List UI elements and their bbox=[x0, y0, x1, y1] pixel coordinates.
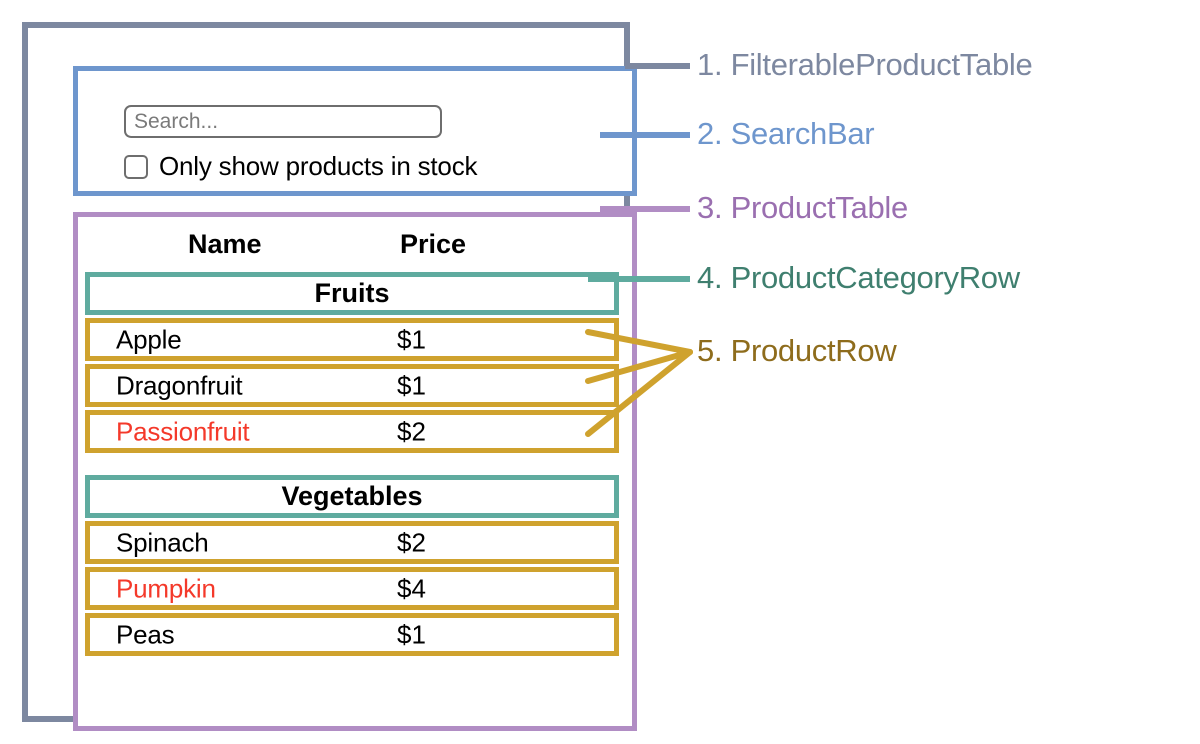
callout-label-search-bar: 2. SearchBar bbox=[697, 116, 875, 151]
product-row: Dragonfruit $1 bbox=[85, 364, 619, 407]
product-price: $1 bbox=[397, 370, 426, 400]
product-price: $1 bbox=[397, 619, 426, 649]
product-rows-area: Fruits Apple $1 Dragonfruit $1 Passionfr… bbox=[85, 272, 625, 659]
category-spacer bbox=[85, 456, 625, 475]
category-label: Vegetables bbox=[281, 481, 423, 511]
product-name: Pumpkin bbox=[116, 573, 216, 603]
product-row: Pumpkin $4 bbox=[85, 567, 619, 610]
callout-label-product-row: 5. ProductRow bbox=[697, 333, 897, 368]
product-table-container: Name Price Fruits Apple $1 Dragonfruit $… bbox=[73, 212, 637, 731]
product-row: Passionfruit $2 bbox=[85, 410, 619, 453]
filterable-product-table-container: Only show products in stock Name Price F… bbox=[22, 22, 637, 731]
table-header-row: Name Price bbox=[78, 223, 632, 265]
product-name: Dragonfruit bbox=[116, 370, 243, 400]
callout-label-product-category-row: 4. ProductCategoryRow bbox=[697, 260, 1020, 295]
product-price: $1 bbox=[397, 324, 426, 354]
search-bar-container: Only show products in stock bbox=[73, 66, 637, 196]
product-price: $2 bbox=[397, 527, 426, 557]
in-stock-filter-label: Only show products in stock bbox=[159, 151, 478, 181]
product-name: Passionfruit bbox=[116, 416, 250, 446]
product-category-row: Vegetables bbox=[85, 475, 619, 518]
checkbox-icon[interactable] bbox=[124, 154, 148, 179]
callout-label-product-table: 3. ProductTable bbox=[697, 190, 908, 225]
search-input[interactable] bbox=[124, 105, 442, 138]
product-row: Peas $1 bbox=[85, 613, 619, 656]
product-name: Spinach bbox=[116, 527, 209, 557]
product-price: $2 bbox=[397, 416, 426, 446]
category-label: Fruits bbox=[314, 278, 390, 308]
product-row: Apple $1 bbox=[85, 318, 619, 361]
product-name: Apple bbox=[116, 324, 182, 354]
callout-label-filterable-product-table: 1. FilterableProductTable bbox=[697, 47, 1033, 82]
product-price: $4 bbox=[397, 573, 426, 603]
column-header-name: Name bbox=[188, 228, 262, 259]
in-stock-filter-row[interactable]: Only show products in stock bbox=[124, 151, 477, 182]
product-name: Peas bbox=[116, 619, 175, 649]
product-category-row: Fruits bbox=[85, 272, 619, 315]
column-header-price: Price bbox=[400, 228, 467, 259]
product-row: Spinach $2 bbox=[85, 521, 619, 564]
